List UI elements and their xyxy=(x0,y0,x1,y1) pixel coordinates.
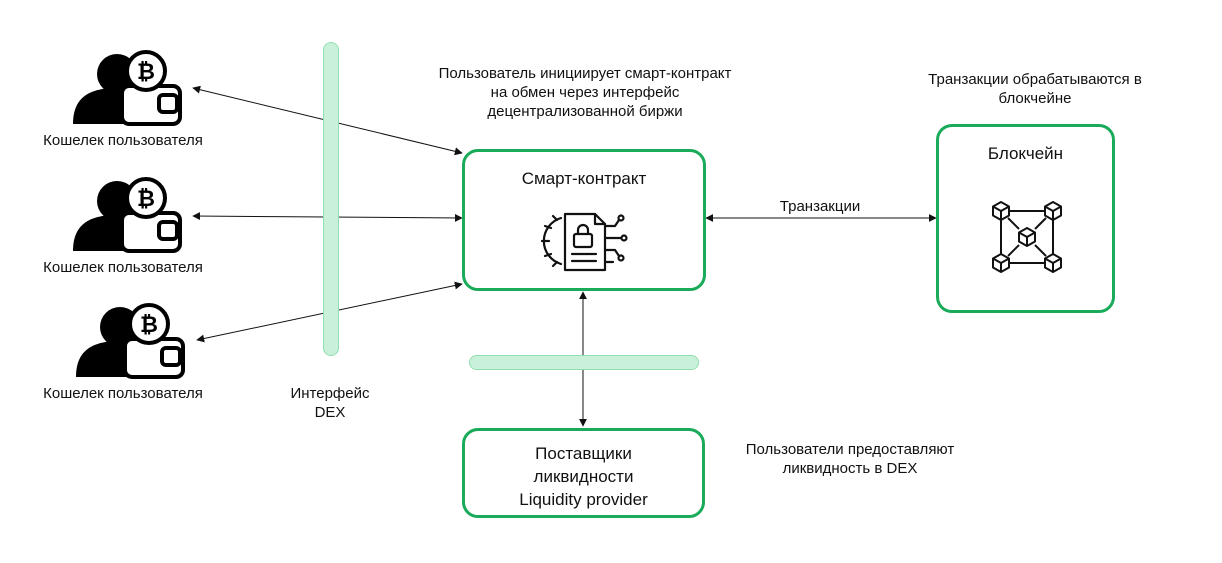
smart-contract-caption: Пользователь инициирует смарт-контракт н… xyxy=(400,64,770,121)
wallet-user-icon: ₿ xyxy=(76,303,185,379)
liquidity-line: Поставщики xyxy=(535,444,632,463)
liquidity-line: ликвидности xyxy=(533,467,634,486)
liquidity-line: Liquidity provider xyxy=(519,490,648,509)
smart-contract-icon xyxy=(540,212,628,272)
wallet-label: Кошелек пользователя xyxy=(43,132,203,149)
dex-interface-bar-vertical xyxy=(323,42,339,356)
wallet-user-icon: ₿ xyxy=(73,50,182,126)
caption-line: ликвидность в DEX xyxy=(782,460,918,477)
smart-contract-title: Смарт-контракт xyxy=(521,169,647,188)
svg-text:₿: ₿ xyxy=(137,60,155,85)
caption-line: Пользователи предоставляют xyxy=(745,441,955,458)
dex-interface-line1: Интерфейс xyxy=(290,385,370,402)
liquidity-caption: Пользователи предоставляют ликвидность в… xyxy=(715,440,985,478)
dex-interface-line2: DEX xyxy=(314,404,346,421)
svg-text:₿: ₿ xyxy=(137,187,155,212)
wallet-user-icon: ₿ xyxy=(73,177,182,253)
liquidity-provider-text: Поставщики ликвидности Liquidity provide… xyxy=(465,442,702,511)
caption-line: Транзакции обрабатываются в xyxy=(928,71,1142,88)
caption-line: на обмен через интерфейс xyxy=(490,84,680,101)
liquidity-provider-box: Поставщики ликвидности Liquidity provide… xyxy=(462,428,705,518)
smart-contract-box: Смарт-контракт xyxy=(462,149,706,291)
blockchain-title: Блокчейн xyxy=(987,144,1064,163)
caption-line: Пользователь инициирует смарт-контракт xyxy=(438,65,732,82)
blockchain-caption: Транзакции обрабатываются в блокчейне xyxy=(880,70,1190,108)
dex-interface-label: Интерфейс DEX xyxy=(260,384,400,422)
caption-line: децентрализованной биржи xyxy=(487,103,683,120)
wallet-label: Кошелек пользователя xyxy=(43,259,203,276)
blockchain-box: Блокчейн xyxy=(936,124,1115,313)
wallet-label: Кошелек пользователя xyxy=(43,385,203,402)
transactions-label: Транзакции xyxy=(779,198,861,215)
blockchain-icon xyxy=(992,201,1062,273)
caption-line: блокчейне xyxy=(998,90,1072,107)
svg-text:₿: ₿ xyxy=(140,313,158,338)
dex-interface-bar-horizontal xyxy=(469,355,699,370)
